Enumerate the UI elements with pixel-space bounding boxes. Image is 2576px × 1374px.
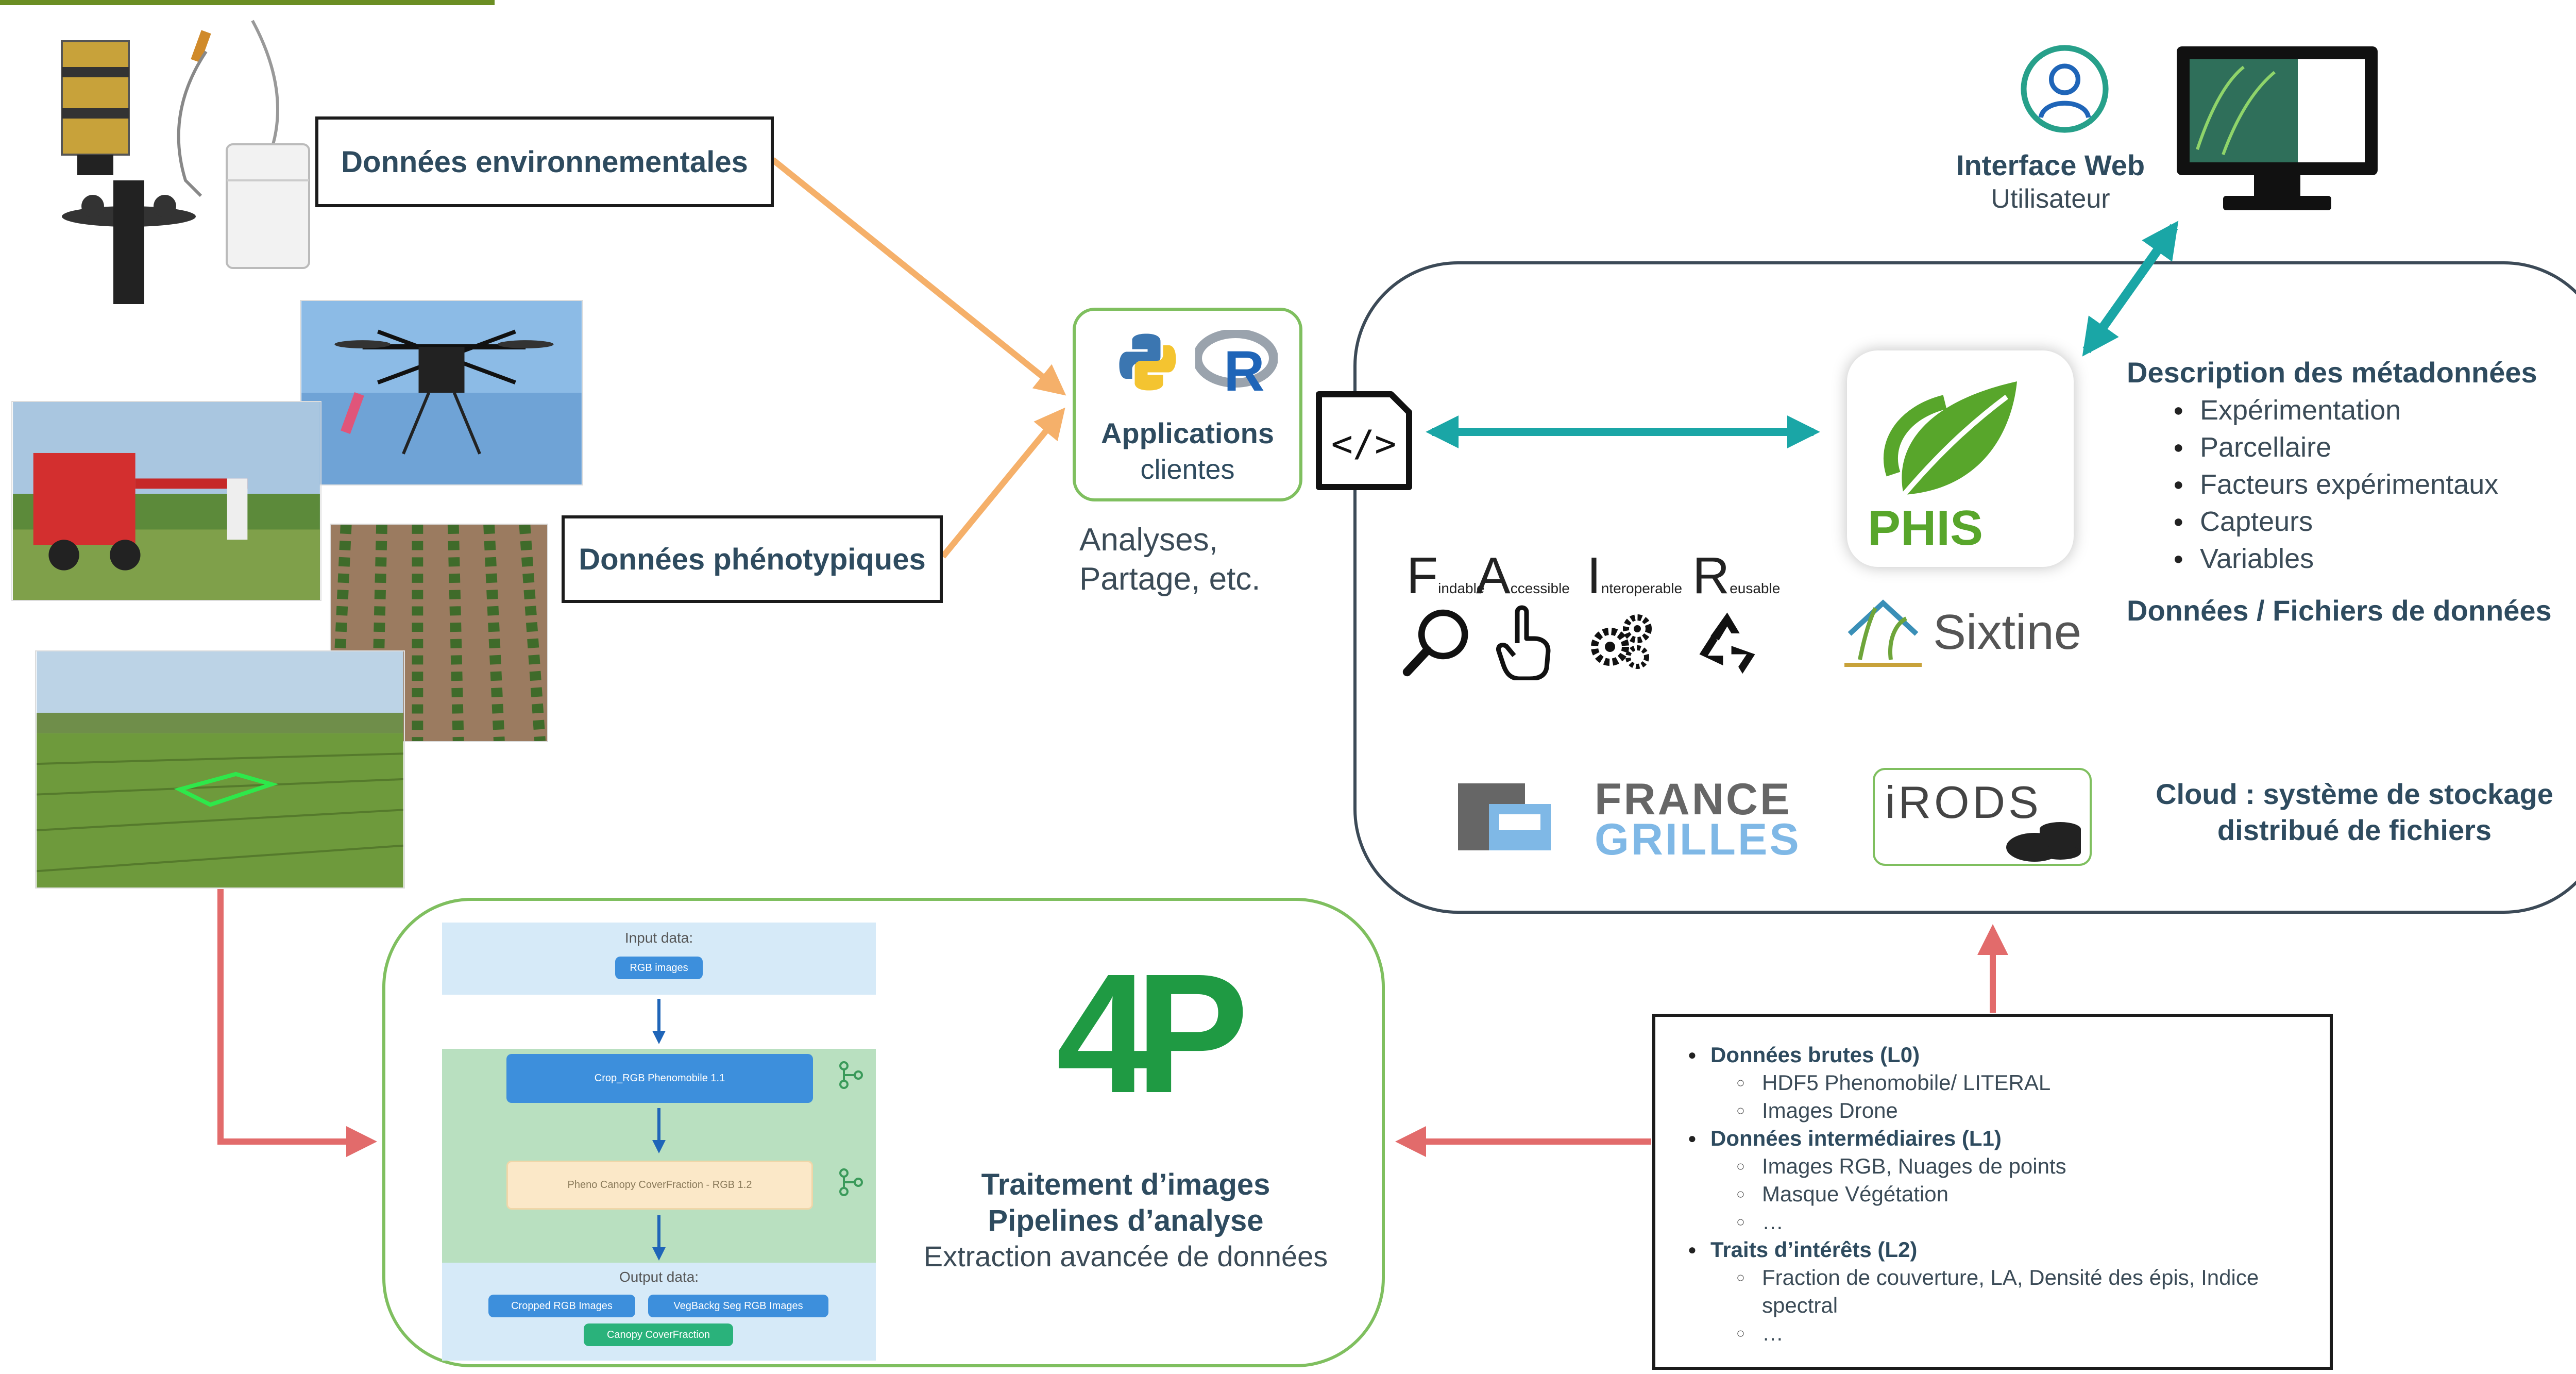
fair-word: eusable bbox=[1730, 580, 1781, 596]
metadata-title: Description des métadonnées bbox=[2127, 356, 2537, 389]
france-grilles-logo: FRANCE GRILLES bbox=[1458, 775, 1801, 861]
metadata-item: Expérimentation bbox=[2169, 392, 2498, 429]
sixtine-house-icon bbox=[1844, 599, 1922, 667]
level-item: Fraction de couverture, LA, Densité des … bbox=[1685, 1264, 2318, 1292]
level-item: … bbox=[1685, 1319, 2318, 1347]
down-arrow-icon bbox=[652, 999, 666, 1044]
level-item: Images Drone bbox=[1685, 1097, 2318, 1125]
pheno-to-apps-arrow bbox=[940, 407, 1065, 559]
metadata-list: Expérimentation Parcellaire Facteurs exp… bbox=[2169, 392, 2498, 577]
fair-interoperable: Interoperable bbox=[1587, 546, 1682, 606]
fair-findable: Findable bbox=[1406, 546, 1484, 606]
analyses-line-2: Partage, etc. bbox=[1079, 561, 1261, 597]
cloud-database-icon bbox=[2006, 822, 2081, 862]
env-data-text: Données environnementales bbox=[341, 145, 748, 179]
france-text: FRANCE bbox=[1595, 775, 1791, 824]
phenomobile-photo bbox=[11, 401, 321, 601]
level-item: HDF5 Phenomobile/ LITERAL bbox=[1685, 1069, 2318, 1097]
hand-pointer-icon bbox=[1496, 605, 1551, 680]
metadata-item: Variables bbox=[2169, 540, 2498, 577]
level-l0: Données brutes (L0) bbox=[1685, 1041, 2318, 1069]
fair-accessible: Accessible bbox=[1476, 546, 1570, 606]
cloud-line-1: Cloud : système de stockage bbox=[2156, 778, 2553, 810]
web-interface-title: Interface Web bbox=[1956, 149, 2145, 181]
analyses-line-1: Analyses, bbox=[1079, 522, 1218, 558]
svg-text:R: R bbox=[1224, 340, 1264, 394]
level-item-continued: spectral bbox=[1762, 1293, 1838, 1317]
down-arrow-icon bbox=[652, 1215, 666, 1261]
leaf-icon bbox=[1884, 381, 2017, 497]
fair-reusable: Reusable bbox=[1692, 546, 1780, 606]
fair-letter: I bbox=[1587, 547, 1601, 605]
cloud-line-2: distribué de fichiers bbox=[2217, 814, 2492, 846]
pipeline-input-title: Input data: bbox=[624, 930, 693, 946]
r-logo-icon: R bbox=[1195, 330, 1278, 394]
processing-box bbox=[382, 898, 1385, 1367]
gears-icon bbox=[1591, 614, 1652, 669]
pipeline-step-1: Crop_RGB Phenomobile 1.1 bbox=[506, 1054, 813, 1103]
svg-text:</>: </> bbox=[1331, 423, 1396, 465]
data-files-title: Données / Fichiers de données bbox=[2127, 594, 2552, 627]
pipeline-output-3: Canopy CoverFraction bbox=[584, 1323, 733, 1346]
magnifier-icon bbox=[1402, 609, 1468, 677]
apps-title: Applications bbox=[1100, 417, 1275, 449]
fair-word: nteroperable bbox=[1601, 580, 1683, 596]
pipeline-step-2: Pheno Canopy CoverFraction - RGB 1.2 bbox=[506, 1161, 813, 1210]
pipeline-input-item: RGB images bbox=[615, 957, 703, 979]
metadata-item: Parcellaire bbox=[2169, 429, 2498, 466]
metadata-item: Facteurs expérimentaux bbox=[2169, 466, 2498, 503]
phis-logo: PHIS bbox=[1847, 350, 2074, 567]
level-item: Images RGB, Nuages de points bbox=[1685, 1152, 2318, 1180]
sixtine-logo-text: Sixtine bbox=[1933, 605, 2082, 660]
down-arrow-icon bbox=[652, 1108, 666, 1153]
processing-line-1: Traitement d’images bbox=[981, 1168, 1270, 1201]
irods-text: iRODS bbox=[1885, 777, 2042, 828]
fair-word: indable bbox=[1438, 580, 1485, 596]
fair-letter: F bbox=[1406, 547, 1438, 605]
branch-icon bbox=[839, 1168, 863, 1196]
processing-line-3: Extraction avancée de données bbox=[923, 1240, 1328, 1272]
python-logo-icon bbox=[1119, 333, 1176, 391]
level-item: Masque Végétation bbox=[1685, 1180, 2318, 1208]
metadata-item: Capteurs bbox=[2169, 503, 2498, 540]
fair-letter: A bbox=[1476, 547, 1511, 605]
logo-4p: 4P bbox=[1056, 938, 1249, 1128]
wheat-field-photo bbox=[35, 650, 405, 889]
pipeline-output-1: Cropped RGB Images bbox=[488, 1295, 635, 1317]
env-data-label: Données environnementales bbox=[315, 116, 774, 207]
apps-subtitle: clientes bbox=[1140, 454, 1235, 485]
monitor-icon bbox=[2177, 46, 2378, 210]
env-to-apps-arrow bbox=[771, 157, 1066, 396]
pipeline-output-title: Output data: bbox=[619, 1269, 699, 1285]
recycle-icon bbox=[1699, 612, 1755, 674]
level-l2: Traits d’intérêts (L2) bbox=[1685, 1236, 2318, 1264]
pheno-data-label: Données phénotypiques bbox=[562, 515, 943, 603]
fair-word: ccessible bbox=[1510, 580, 1570, 596]
user-avatar-icon bbox=[2021, 45, 2109, 133]
drone-photo bbox=[300, 300, 583, 485]
pipeline-output-2: VegBackg Seg RGB Images bbox=[648, 1295, 828, 1317]
weather-sensors-image bbox=[61, 20, 310, 304]
grilles-text: GRILLES bbox=[1595, 815, 1801, 861]
code-document-icon: </> bbox=[1316, 391, 1412, 490]
fair-letter: R bbox=[1692, 547, 1730, 605]
photos-to-processing-arrow bbox=[217, 889, 377, 1157]
system-box bbox=[1353, 261, 2576, 914]
corner-mark bbox=[0, 0, 495, 5]
phis-logo-text: PHIS bbox=[1868, 500, 1984, 556]
level-item: … bbox=[1685, 1208, 2318, 1236]
pipeline-diagram: Input data: RGB images Crop_RGB Phenomob… bbox=[442, 923, 876, 1361]
web-interface-subtitle: Utilisateur bbox=[1991, 184, 2110, 214]
irods-logo: iRODS bbox=[1873, 768, 2092, 866]
levels-list: Données brutes (L0) HDF5 Phenomobile/ LI… bbox=[1685, 1041, 2318, 1347]
level-l1: Données intermédiaires (L1) bbox=[1685, 1125, 2318, 1152]
processing-line-2: Pipelines d’analyse bbox=[988, 1204, 1264, 1237]
branch-icon bbox=[839, 1061, 863, 1089]
phis-to-web-arrow bbox=[2082, 221, 2179, 357]
pheno-data-text: Données phénotypiques bbox=[579, 542, 926, 576]
